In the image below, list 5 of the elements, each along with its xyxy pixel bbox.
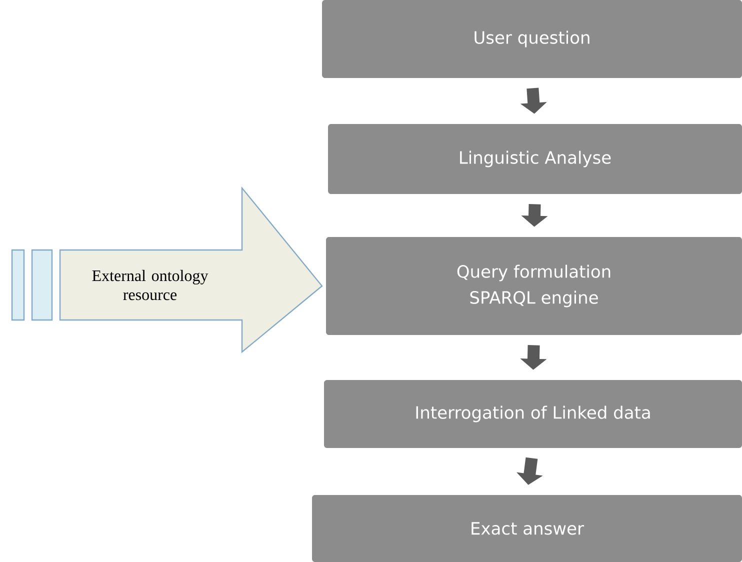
- process-box: User question: [322, 0, 742, 78]
- process-box: Query formulation SPARQL engine: [326, 237, 742, 335]
- process-box: Linguistic Analyse: [328, 124, 742, 194]
- process-box: Interrogation of Linked data: [324, 380, 742, 448]
- process-box: Exact answer: [312, 495, 742, 562]
